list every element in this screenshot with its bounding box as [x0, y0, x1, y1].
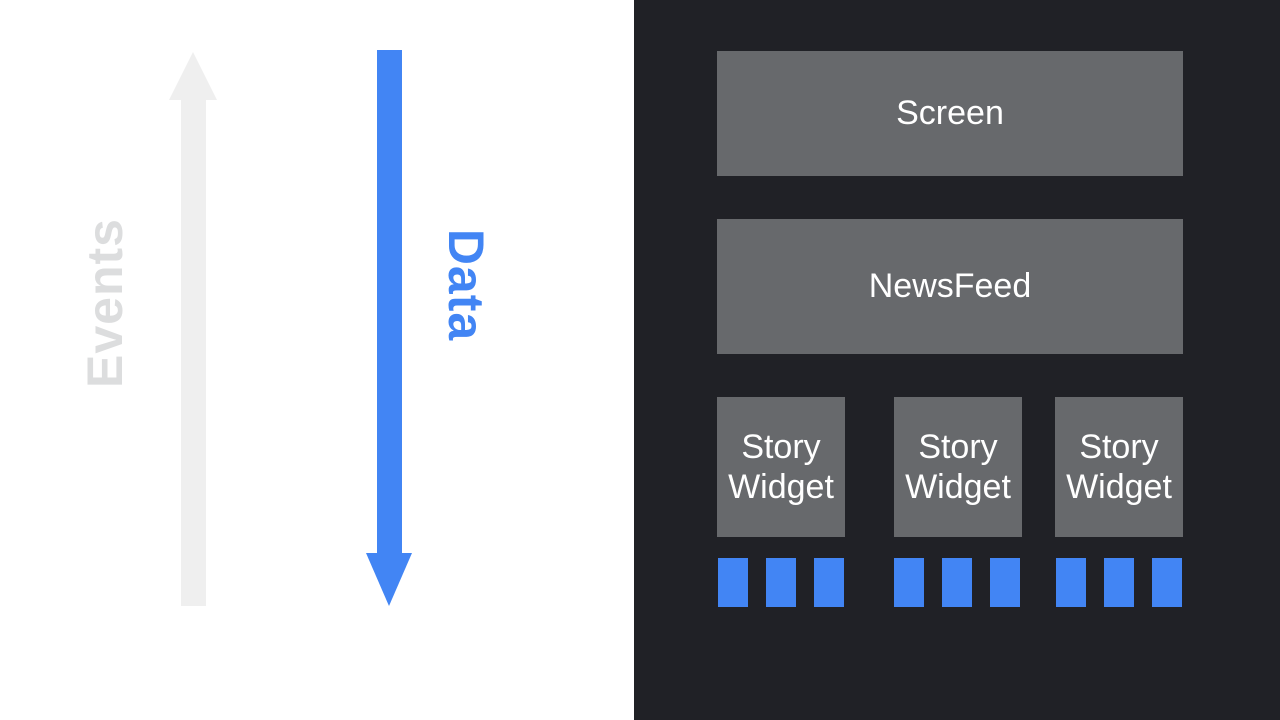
newsfeed-box: NewsFeed — [717, 219, 1183, 354]
arrow-down-head — [366, 553, 412, 606]
story-widget-box-2: Story Widget — [894, 397, 1022, 537]
events-arrow-up-icon — [169, 52, 217, 606]
arrow-up-head — [169, 52, 217, 100]
widget-tree-panel: Screen NewsFeed Story Widget Story Widge… — [634, 0, 1280, 720]
data-block-row-1 — [718, 558, 844, 607]
screen-box-label: Screen — [896, 94, 1004, 132]
story-widget-label: Story Widget — [905, 428, 1011, 506]
data-block-row-2 — [894, 558, 1020, 607]
data-block — [1056, 558, 1086, 607]
story-widget-label: Story Widget — [728, 428, 834, 506]
data-block — [1104, 558, 1134, 607]
data-label: Data — [438, 228, 494, 342]
data-block — [814, 558, 844, 607]
data-block — [894, 558, 924, 607]
arrow-up-shaft — [180, 100, 206, 606]
data-block — [718, 558, 748, 607]
data-block — [1152, 558, 1182, 607]
story-widget-box-3: Story Widget — [1055, 397, 1183, 537]
newsfeed-box-label: NewsFeed — [868, 267, 1032, 305]
data-block — [990, 558, 1020, 607]
data-arrow-down-icon — [366, 50, 412, 606]
flow-pane: Events Data — [0, 0, 634, 720]
events-label: Events — [77, 218, 133, 388]
story-widget-box-1: Story Widget — [717, 397, 845, 537]
data-block-row-3 — [1056, 558, 1182, 607]
data-block — [766, 558, 796, 607]
arrow-down-shaft — [376, 50, 402, 553]
screen-box: Screen — [717, 51, 1183, 176]
data-block — [942, 558, 972, 607]
story-widget-label: Story Widget — [1066, 428, 1172, 506]
